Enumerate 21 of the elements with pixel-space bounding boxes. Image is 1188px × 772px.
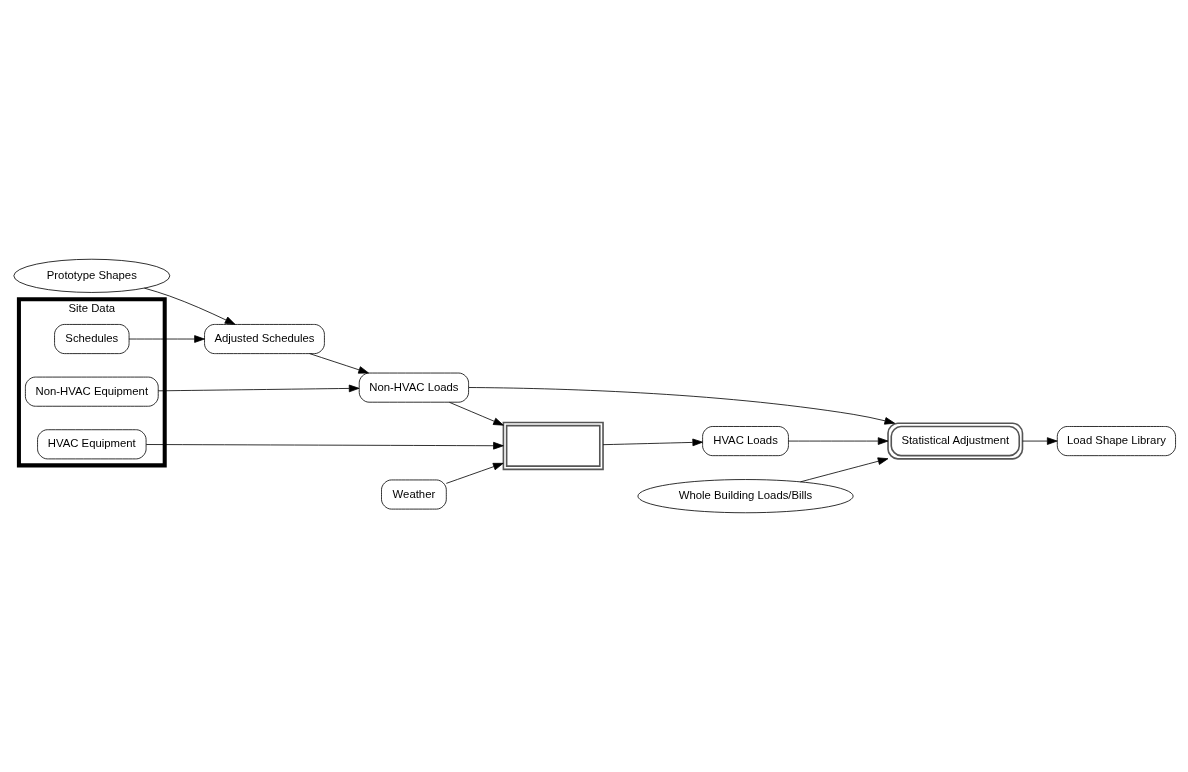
arrow [1022,437,1058,445]
node-box: HVAC Loads [702,426,789,457]
arrow [445,462,504,484]
node-box: Non-HVAC Equipment [25,376,159,407]
arrow [145,441,504,450]
node-box: Weather [381,479,447,510]
node-ellipse: Prototype Shapes [13,258,171,293]
arrow [602,438,703,447]
node-box: HVAC Equipment [37,429,147,460]
arrow [788,437,889,445]
node-ellipse: Whole Building Loads/Bills [637,479,854,514]
node-box: Adjusted Schedules [204,324,325,354]
arrow [128,335,205,343]
arrow [157,384,360,393]
arrow [309,353,369,374]
node-box: Load Shape Library [1056,426,1176,457]
arrow [468,387,896,425]
arrow [449,401,504,426]
node-box: Schedules [54,324,130,354]
node-box: Non-HVAC Loads [358,372,469,403]
arrow [800,457,889,483]
